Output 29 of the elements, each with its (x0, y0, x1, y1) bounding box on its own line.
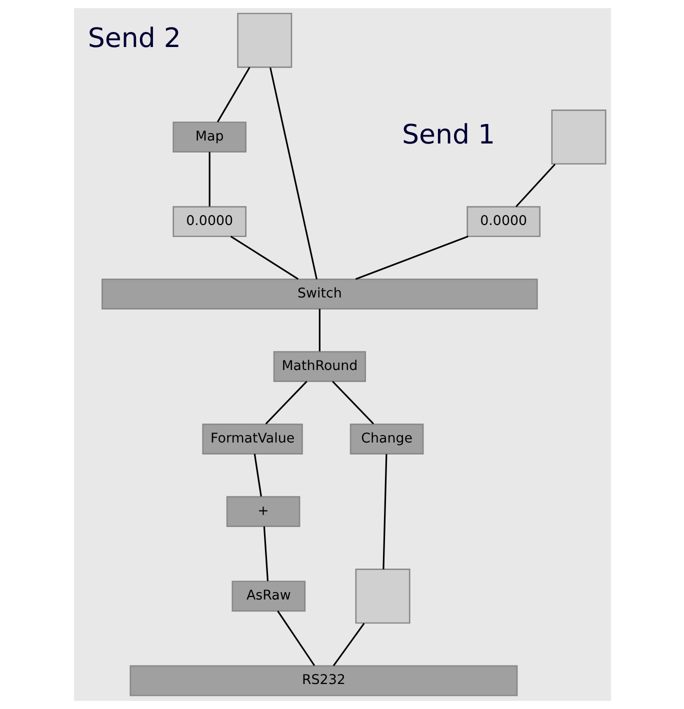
node-box (354, 568, 410, 624)
connector (382, 454, 387, 570)
node-box: MathRound (272, 351, 366, 382)
node-box: RS232 (129, 665, 518, 696)
node-box: FormatValue (202, 424, 302, 455)
connector (262, 526, 268, 582)
node-box (236, 12, 292, 68)
connector (264, 380, 307, 424)
connector (230, 236, 298, 280)
connector (253, 454, 262, 496)
connector (354, 236, 468, 280)
node-box: Change (349, 424, 424, 455)
label: Send 2 (87, 23, 180, 54)
connector (515, 164, 556, 208)
connector (276, 610, 315, 666)
connector (216, 66, 250, 122)
connector (318, 308, 320, 352)
node-box: Map (172, 122, 246, 152)
node-box: Switch (101, 278, 538, 310)
label: Send 1 (401, 120, 495, 151)
node-box (550, 110, 606, 165)
node-box: 0.0000 (466, 206, 540, 238)
connector (269, 67, 317, 280)
node-box: 0.0000 (172, 206, 246, 238)
node-box: AsRaw (231, 580, 306, 612)
connector (332, 380, 374, 424)
connector (208, 152, 210, 206)
connector (332, 622, 364, 666)
node-box: + (226, 496, 300, 528)
